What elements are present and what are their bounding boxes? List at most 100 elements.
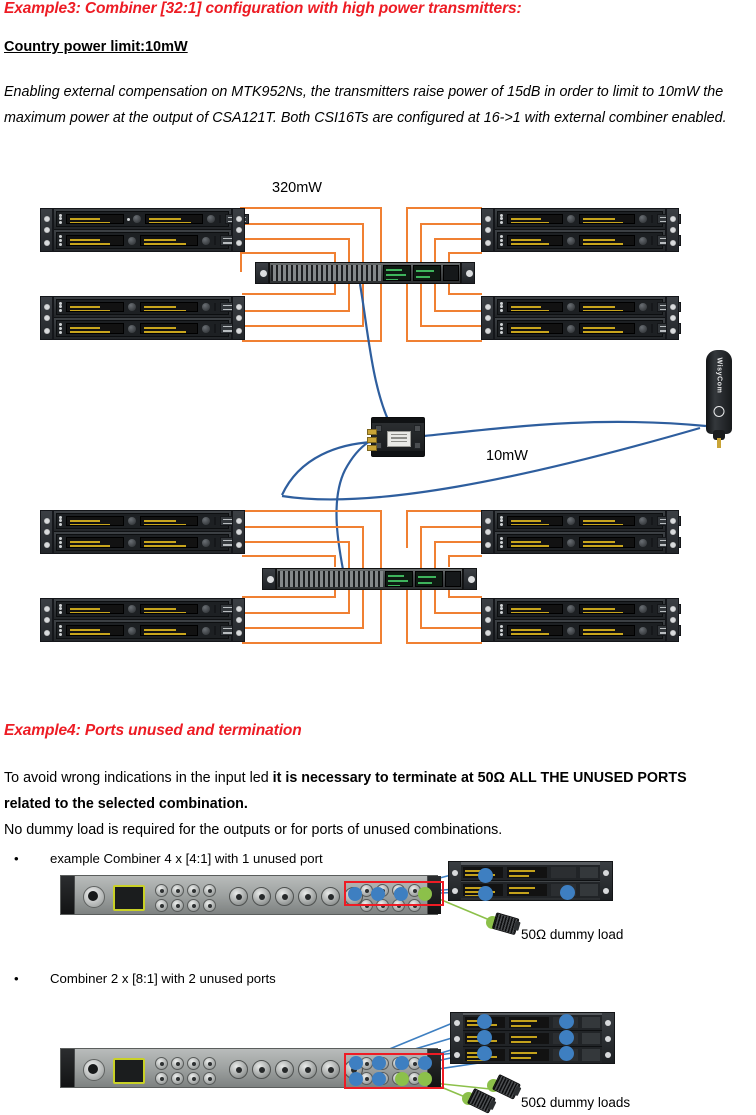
rf-cable [348,278,350,310]
figure-combiner-2x8to1: 50Ω dummy loads [0,1000,756,1114]
n-connector [321,887,340,906]
rf-cable [362,223,364,278]
rf-output-row [229,887,367,906]
rf-cable [406,642,482,644]
receiver-rack [448,861,613,901]
rf-cable [242,612,350,614]
rf-cable [242,555,336,557]
receiver-rack [450,1012,615,1064]
rf-cable [448,293,482,295]
rf-cable [348,541,350,568]
example4-paragraph-second: No dummy load is required for the output… [4,822,503,838]
example3-paragraph: Enabling external compensation on MTK952… [4,84,727,126]
iec-power-inlet [113,1058,145,1084]
rf-cable [448,278,450,293]
n-connector [252,887,271,906]
rf-cable [348,582,350,612]
transmitter-rack [481,598,681,642]
example4-paragraph: To avoid wrong indications in the input … [4,765,734,817]
rf-cable [362,526,364,570]
example4-title: Example4: Ports unused and termination [4,722,302,739]
n-connector [275,1060,294,1079]
rf-cable [420,526,482,528]
xlr-power-connector [83,886,105,908]
example4-paragraph-bold: it is necessary to terminate at 50Ω ALL … [4,770,687,812]
rack-body [53,208,249,252]
n-connector [321,1060,340,1079]
panel-endcap [61,1049,75,1087]
rf-cable [242,223,364,225]
n-connector [229,1060,248,1079]
bnc-input-row-top [155,1057,219,1070]
rf-cable [406,207,408,272]
antenna-neck [713,430,725,440]
rf-cable [406,340,482,342]
rx-port-marker-used [560,885,575,900]
rf-cable [420,325,482,327]
unused-ports-highlight [344,1053,444,1089]
transmitter-rack [40,296,245,340]
rf-cable [362,582,364,627]
bnc-connector [155,899,168,912]
output-cable-group [281,283,707,581]
bnc-connector [155,1072,168,1085]
bnc-connector [171,899,184,912]
transmitter-rack [40,208,249,252]
port-marker-used [395,1056,409,1070]
bullet-text: example Combiner 4 x [4:1] with 1 unused… [50,851,323,866]
bnc-connector [187,884,200,897]
rf-cable [242,510,382,512]
rf-cable [242,596,336,598]
output-cable [281,440,373,496]
port-marker-used [349,1072,363,1086]
rf-cable [448,252,482,254]
rx-port-marker-used [559,1046,574,1061]
rx-port-marker-used [477,1014,492,1029]
antenna: WisyCom [706,350,732,450]
antenna-connector-pin [717,438,721,448]
bnc-connector [171,1072,184,1085]
n-connector [298,1060,317,1079]
rx-port-marker-used [477,1030,492,1045]
rf-cable [242,541,350,543]
transmitter-rack [481,208,681,252]
bnc-connector [171,884,184,897]
bnc-connector [203,884,216,897]
port-marker-unused [418,1072,432,1086]
bnc-connector [187,899,200,912]
figure-combiner-4x4to1: 50Ω dummy load [0,845,756,950]
bnc-connector [203,1057,216,1070]
bnc-connector [155,1057,168,1070]
rf-cable [242,310,350,312]
rf-cable [242,238,350,240]
port-marker-used [349,1056,363,1070]
rf-cable [434,541,482,543]
antenna-blade [706,350,732,434]
port-marker-unused [395,1072,409,1086]
antenna-cable [281,426,701,501]
rf-cable [434,310,482,312]
rf-cable [434,541,436,568]
bnc-connector [187,1072,200,1085]
port-marker-used [418,1056,432,1070]
rf-cable [448,596,482,598]
bnc-input-row-top [155,884,219,897]
combiner-unit [262,568,477,590]
example3-title: Example3: Combiner [32:1] configuration … [4,0,522,17]
rf-cable [380,278,382,340]
rx-port-marker-used [478,886,493,901]
rf-cable [420,582,422,627]
rf-cable [242,627,364,629]
bullet-item-2: •Combiner 2 x [8:1] with 2 unused ports [14,971,276,986]
example3-subtitle: Country power limit:10mW [4,39,188,55]
dummy-loads-label: 50Ω dummy loads [521,1095,631,1110]
port-marker-used [394,887,408,901]
rf-cable [420,278,422,325]
port-marker-used [372,1056,386,1070]
port-marker-used [371,887,385,901]
csa121t-combiner-box [367,417,425,457]
rf-cable [348,238,350,276]
rf-cable [434,238,436,276]
antenna-brand-label: WisyCom [715,357,723,394]
